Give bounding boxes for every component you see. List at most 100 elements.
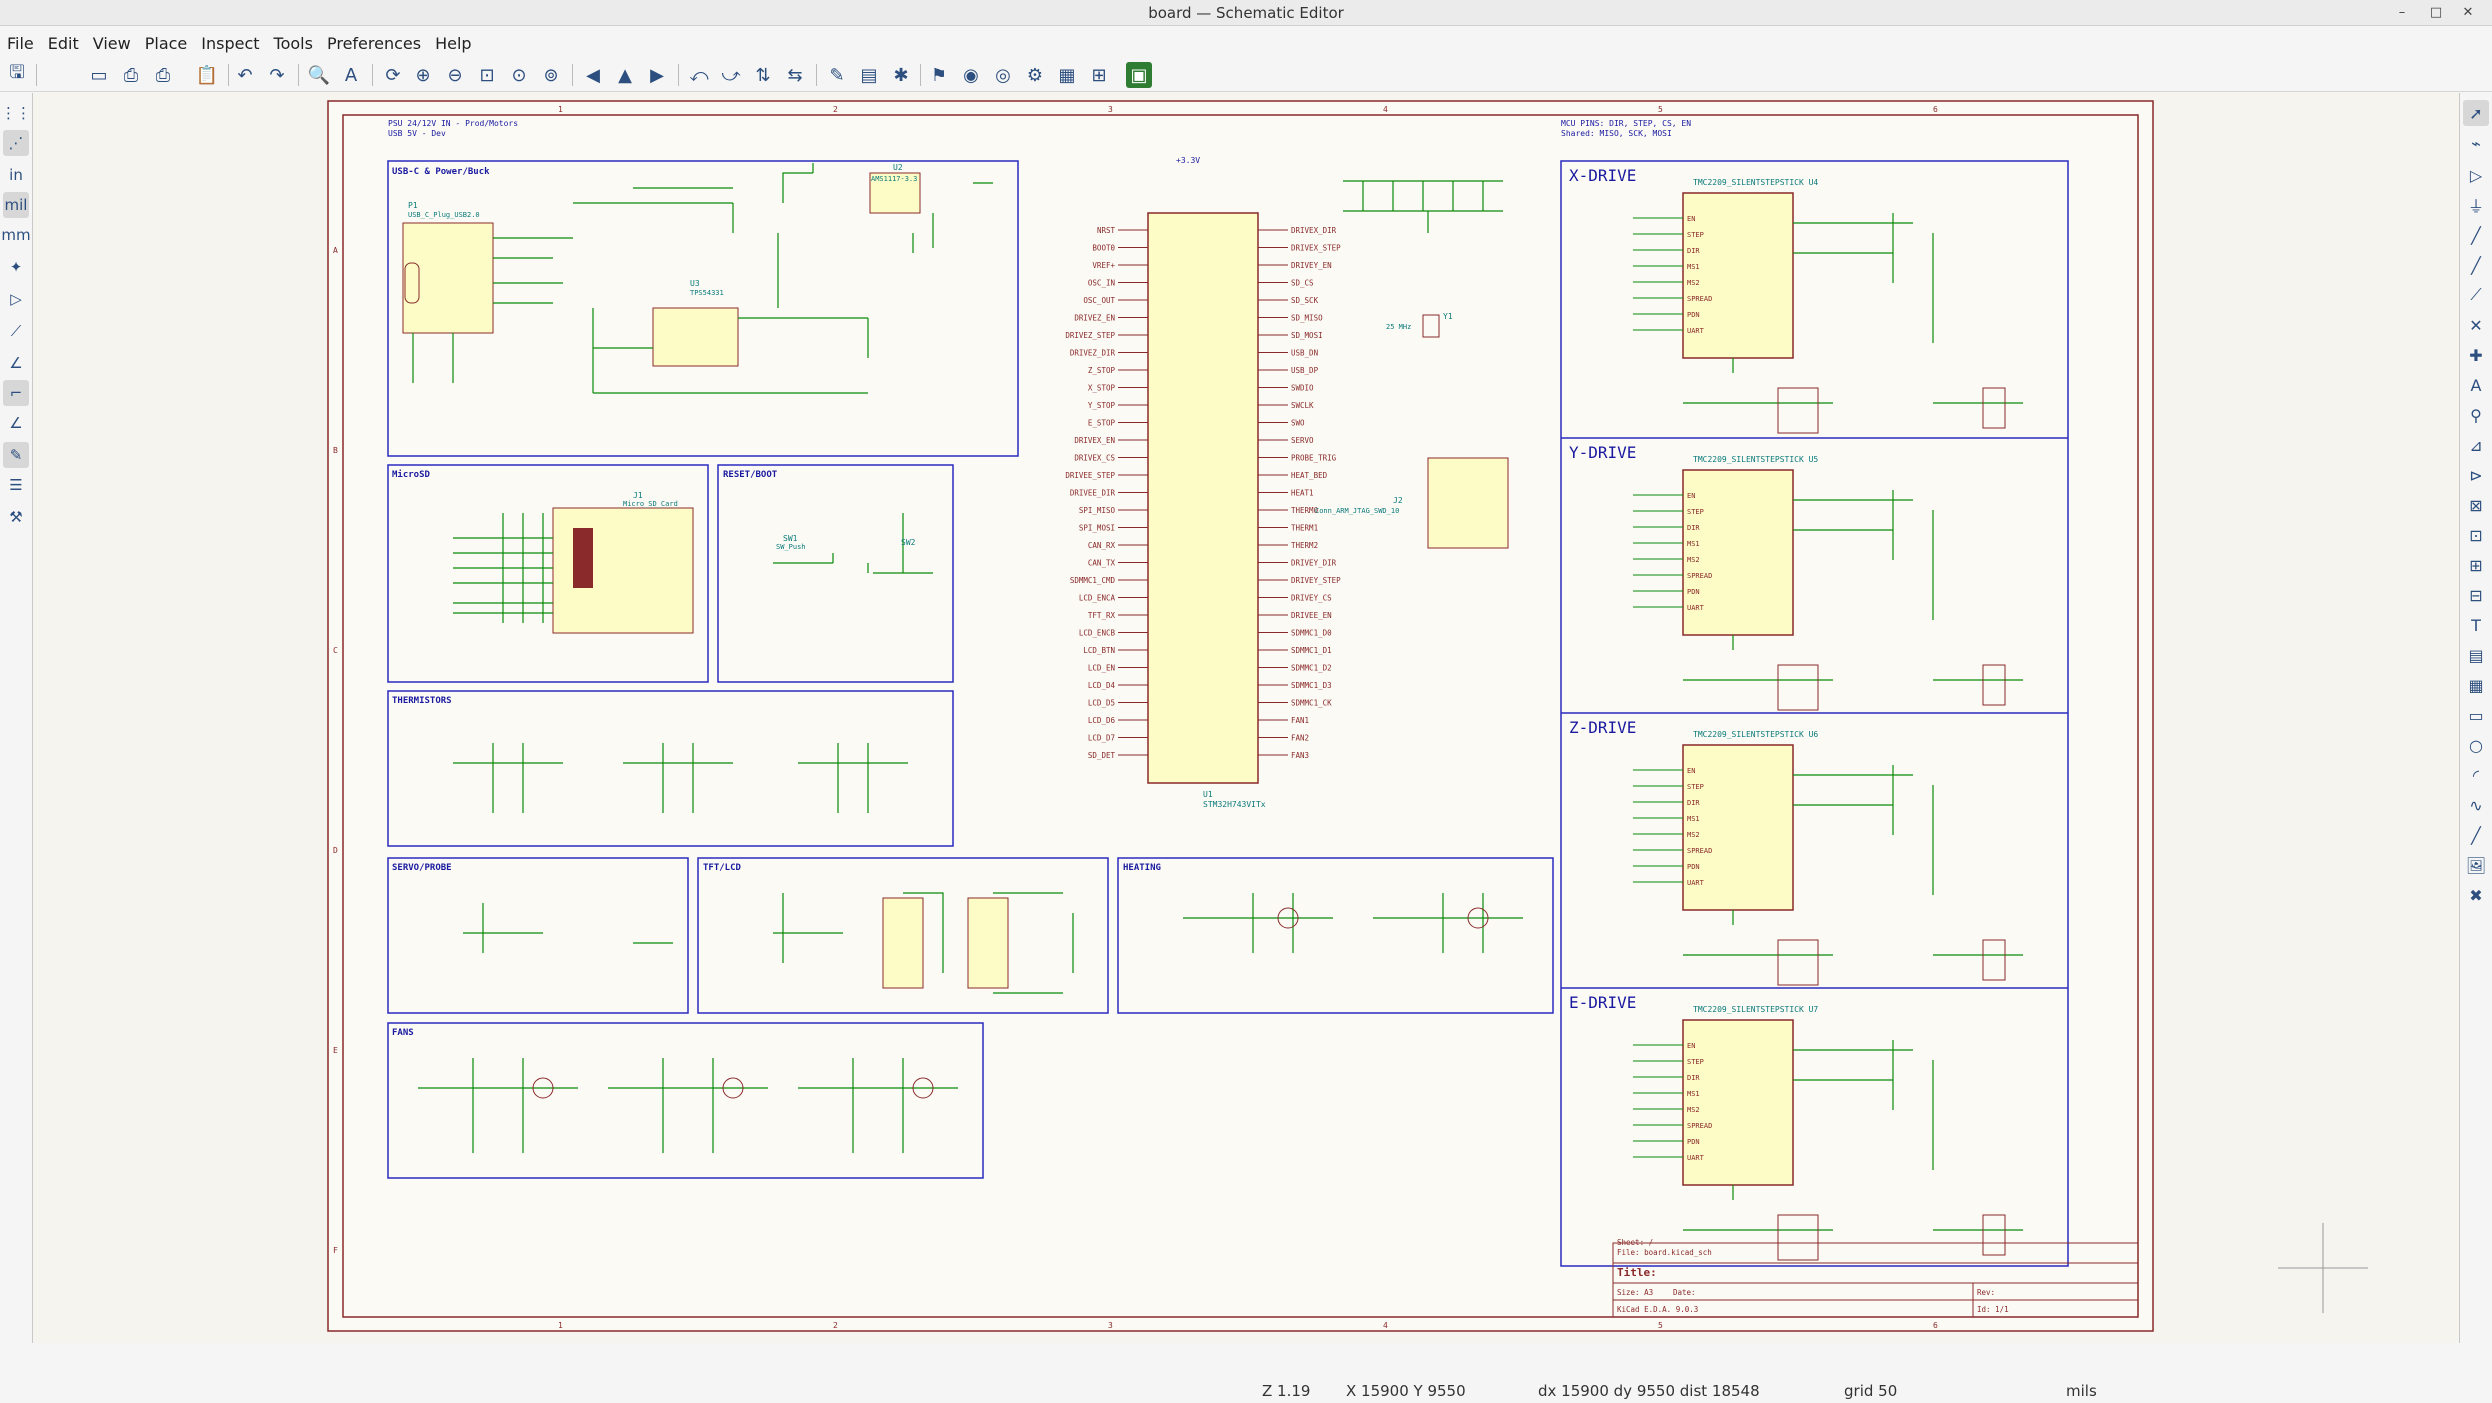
- zoom-objects-icon[interactable]: ⊙: [511, 64, 527, 86]
- navigate-back-icon[interactable]: ◀: [586, 64, 600, 86]
- rule-area-icon[interactable]: ⊟: [2469, 585, 2483, 605]
- block-thermistors-title: THERMISTORS: [392, 696, 452, 706]
- junction-icon[interactable]: ✚: [2469, 345, 2483, 365]
- text-box-icon[interactable]: ▤: [2468, 645, 2484, 665]
- table-icon[interactable]: ▦: [1058, 64, 1076, 86]
- rectangle-icon[interactable]: ▭: [2468, 705, 2484, 725]
- inches-icon[interactable]: in: [9, 166, 23, 184]
- global-label-icon[interactable]: ⊿: [2469, 435, 2483, 455]
- print-icon[interactable]: ⎙: [123, 64, 139, 86]
- paste-icon[interactable]: 📋: [195, 64, 219, 86]
- menu-tools[interactable]: Tools: [273, 34, 313, 53]
- symbol-browser-icon[interactable]: ▤: [860, 64, 878, 86]
- symbol-editor-icon[interactable]: ✎: [829, 64, 845, 86]
- fields-icon[interactable]: ⊞: [1091, 64, 1107, 86]
- add-power-icon[interactable]: ⏚: [2467, 197, 2484, 216]
- driver-pin-label: UART: [1687, 604, 1705, 612]
- table-tool-icon[interactable]: ▦: [2468, 675, 2484, 695]
- maximize-button[interactable]: □: [2429, 5, 2443, 20]
- plot-icon[interactable]: ⎙: [155, 64, 171, 86]
- rotate-cw-icon[interactable]: ⤻: [721, 64, 741, 86]
- wire-angle-icon[interactable]: ⟋: [10, 322, 22, 340]
- mirror-h-icon[interactable]: ⇆: [787, 64, 803, 86]
- millimeters-icon[interactable]: mm: [1, 226, 31, 244]
- driver-pin-label: UART: [1687, 879, 1705, 887]
- zoom-selection-icon[interactable]: ⊚: [543, 64, 559, 86]
- import-sheet-icon[interactable]: ⊡: [2469, 525, 2483, 545]
- mcu-left-net-label: DRIVEZ_EN: [1074, 314, 1115, 323]
- circle-icon[interactable]: ○: [2469, 735, 2483, 755]
- line-mode-45-icon[interactable]: ∠: [9, 414, 23, 432]
- redo-icon[interactable]: ↷: [269, 64, 285, 86]
- add-bus-icon[interactable]: ╱: [2471, 255, 2481, 275]
- driver-pin-label: MS1: [1687, 263, 1700, 271]
- line-mode-icon[interactable]: ∠: [9, 354, 23, 372]
- mcu-left-net-label: LCD_D6: [1088, 716, 1116, 725]
- undo-icon[interactable]: ↶: [237, 64, 253, 86]
- grid-overrides-icon[interactable]: ⋰: [3, 130, 29, 156]
- image-icon[interactable]: 🖼: [2465, 855, 2487, 875]
- minimize-button[interactable]: –: [2398, 5, 2406, 20]
- line-mode-90-icon[interactable]: ⌐: [3, 380, 29, 406]
- highlight-net-icon[interactable]: ⌁: [2471, 133, 2481, 153]
- hier-label-icon[interactable]: ⊳: [2469, 465, 2483, 485]
- grid-icon[interactable]: ⋮⋮: [1, 104, 31, 122]
- add-text-icon[interactable]: T: [2471, 615, 2481, 635]
- bus-entry-icon[interactable]: ⟋: [2470, 285, 2482, 304]
- net-label-icon[interactable]: A: [2470, 375, 2482, 395]
- hierarchy-icon[interactable]: ☰: [9, 476, 23, 494]
- mcu-left-net-label: DRIVEE_DIR: [1070, 489, 1116, 498]
- status-delta: dx 15900 dy 9550 dist 18548: [1538, 1382, 1760, 1400]
- page-settings-icon[interactable]: ▭: [90, 64, 108, 86]
- bom-icon[interactable]: ◎: [995, 64, 1011, 86]
- menu-inspect[interactable]: Inspect: [201, 34, 260, 53]
- select-icon[interactable]: ➚: [2463, 100, 2489, 126]
- refresh-icon[interactable]: ⟳: [385, 64, 401, 86]
- menu-view[interactable]: View: [92, 34, 131, 53]
- delete-tool-icon[interactable]: ✖: [2469, 885, 2483, 905]
- add-symbol-icon[interactable]: ▷: [2469, 165, 2483, 185]
- assign-footprints-icon[interactable]: ◉: [963, 64, 979, 86]
- save-icon[interactable]: 🖫: [9, 62, 25, 83]
- mils-icon[interactable]: mil: [3, 192, 29, 218]
- bezier-icon[interactable]: ∿: [2469, 795, 2483, 815]
- menu-preferences[interactable]: Preferences: [326, 34, 422, 53]
- menu-file[interactable]: File: [7, 34, 34, 53]
- close-button[interactable]: ✕: [2462, 5, 2474, 20]
- find-replace-icon[interactable]: A: [344, 64, 358, 86]
- block-xdrive-title: X-DRIVE: [1569, 166, 1636, 185]
- rotate-ccw-icon[interactable]: ⤺: [689, 64, 709, 86]
- zoom-out-icon[interactable]: ⊖: [447, 64, 463, 86]
- reg-ref: U2: [893, 163, 903, 172]
- line-icon[interactable]: ╱: [2471, 825, 2481, 845]
- hidden-pins-icon[interactable]: ▷: [10, 290, 22, 308]
- menu-edit[interactable]: Edit: [47, 34, 79, 53]
- netlist-icon[interactable]: ⚙: [1026, 64, 1044, 86]
- navigate-up-icon[interactable]: ▲: [618, 64, 632, 86]
- annotations-icon[interactable]: ✎: [3, 442, 29, 468]
- mirror-v-icon[interactable]: ⇅: [755, 64, 771, 86]
- navigate-forward-icon[interactable]: ▶: [650, 64, 664, 86]
- properties-icon[interactable]: ⚒: [9, 508, 23, 526]
- driver-symbol: [1682, 469, 1794, 636]
- annotate-icon[interactable]: ✱: [893, 64, 909, 86]
- find-icon[interactable]: 🔍: [307, 64, 331, 86]
- svg-text:4: 4: [1383, 1321, 1388, 1330]
- arc-icon[interactable]: ◜: [2472, 765, 2480, 785]
- mcu-left-net-label: CAN_RX: [1088, 541, 1116, 550]
- erc-icon[interactable]: ⚑: [930, 64, 948, 86]
- menu-help[interactable]: Help: [435, 34, 472, 53]
- pcb-editor-icon[interactable]: ▣: [1126, 62, 1152, 88]
- mcu-right-net-label: SERVO: [1291, 436, 1314, 445]
- hier-sheet-icon[interactable]: ⊠: [2469, 495, 2483, 515]
- no-connect-icon[interactable]: ✕: [2469, 315, 2483, 335]
- zoom-fit-icon[interactable]: ⊡: [479, 64, 495, 86]
- add-wire-icon[interactable]: ╱: [2471, 225, 2481, 245]
- zoom-in-icon[interactable]: ⊕: [415, 64, 431, 86]
- menu-place[interactable]: Place: [144, 34, 188, 53]
- net-class-icon[interactable]: ⚲: [2470, 405, 2482, 425]
- cursor-style-icon[interactable]: ✦: [9, 258, 23, 276]
- mcu-right-net-label: THERM1: [1291, 524, 1318, 533]
- sheet-pin-icon[interactable]: ⊞: [2469, 555, 2483, 575]
